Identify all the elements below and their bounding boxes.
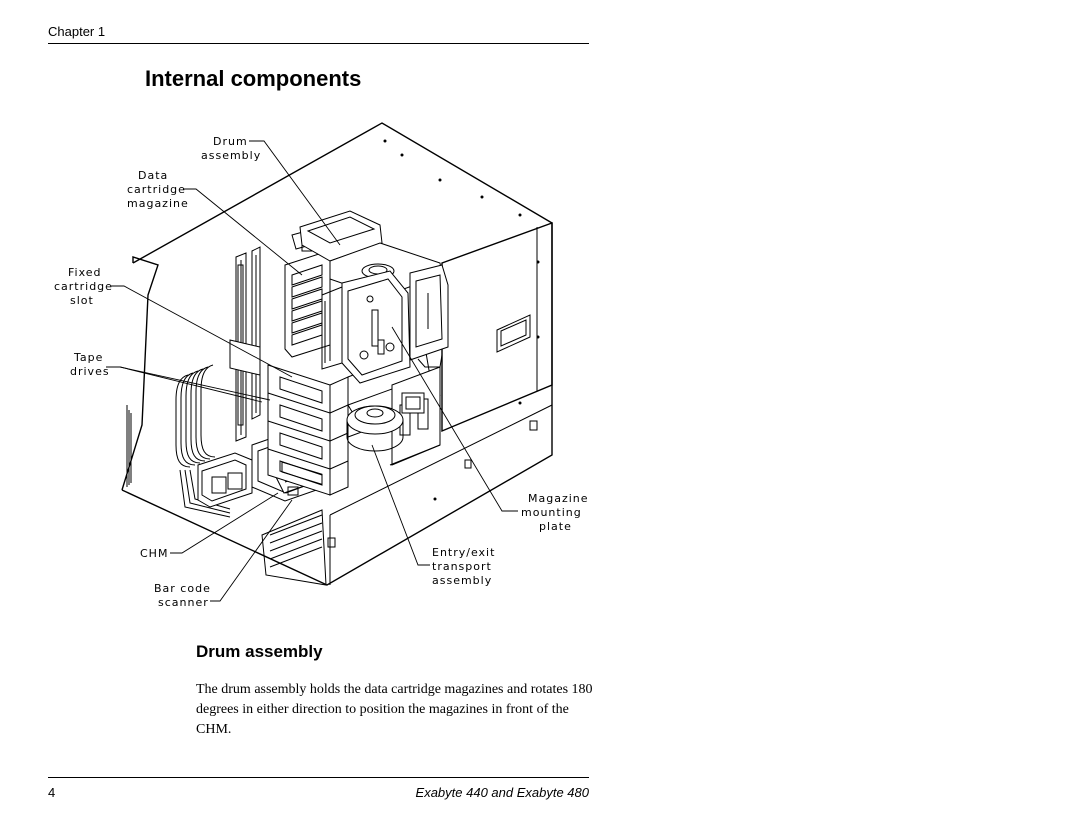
ribbon-cable [175, 364, 231, 518]
callout-entry-exit: Entry/exit transport assembly [371, 444, 495, 587]
header-rule [48, 43, 589, 44]
callout-barcode-line-2: scanner [158, 596, 209, 609]
callout-tape-drives: Tape drives [70, 351, 271, 403]
callout-drum-line-1: Drum [213, 135, 248, 148]
callout-drum: Drum assembly [201, 135, 341, 246]
callout-entry-exit-line-2: transport [432, 560, 492, 573]
subsection-title: Drum assembly [196, 642, 323, 661]
entry-exit-transport [346, 392, 425, 452]
callout-fixed-slot-line-1: Fixed [68, 266, 102, 279]
callout-entry-exit-line-1: Entry/exit [432, 546, 495, 559]
tape-drives [267, 364, 349, 496]
callout-tape-drives-line-1: Tape [73, 351, 103, 364]
callout-mounting-plate: Magazine mounting plate [391, 326, 589, 533]
callout-barcode-line-1: Bar code [154, 582, 211, 595]
cabinet-outline [121, 122, 553, 586]
callout-magazine-line-3: magazine [127, 197, 189, 210]
callout-drum-line-2: assembly [201, 149, 261, 162]
callout-magazine-line-1: Data [138, 169, 168, 182]
callout-chm: CHM [140, 492, 279, 560]
callout-mounting-plate-line-1: Magazine [528, 492, 589, 505]
callout-tape-drives-line-2: drives [70, 365, 110, 378]
library-cutaway-drawing: Drum assembly Data cartridge magazine Fi… [54, 122, 589, 609]
callout-mounting-plate-line-3: plate [539, 520, 572, 533]
callout-fixed-slot: Fixed cartridge slot [54, 266, 293, 378]
fixed-cartridge-slot-rail [229, 246, 261, 442]
callout-entry-exit-line-3: assembly [432, 574, 492, 587]
callout-fixed-slot-line-3: slot [70, 294, 94, 307]
running-foot: Exabyte 440 and Exabyte 480 [415, 785, 589, 800]
section-title: Internal components [145, 66, 362, 91]
footer-rule [48, 777, 589, 778]
body-paragraph: The drum assembly holds the data cartrid… [196, 682, 593, 737]
callout-magazine: Data cartridge magazine [127, 169, 303, 276]
callout-magazine-line-2: cartridge [127, 183, 186, 196]
drum-assembly [299, 210, 449, 384]
callout-fixed-slot-line-2: cartridge [54, 280, 113, 293]
internal-components-figure: Drum assembly Data cartridge magazine Fi… [30, 115, 600, 625]
callout-barcode: Bar code scanner [154, 499, 293, 609]
callout-mounting-plate-line-2: mounting [521, 506, 582, 519]
page-number: 4 [48, 785, 56, 800]
callout-chm-line-1: CHM [140, 547, 168, 560]
running-head: Chapter 1 [48, 24, 106, 39]
